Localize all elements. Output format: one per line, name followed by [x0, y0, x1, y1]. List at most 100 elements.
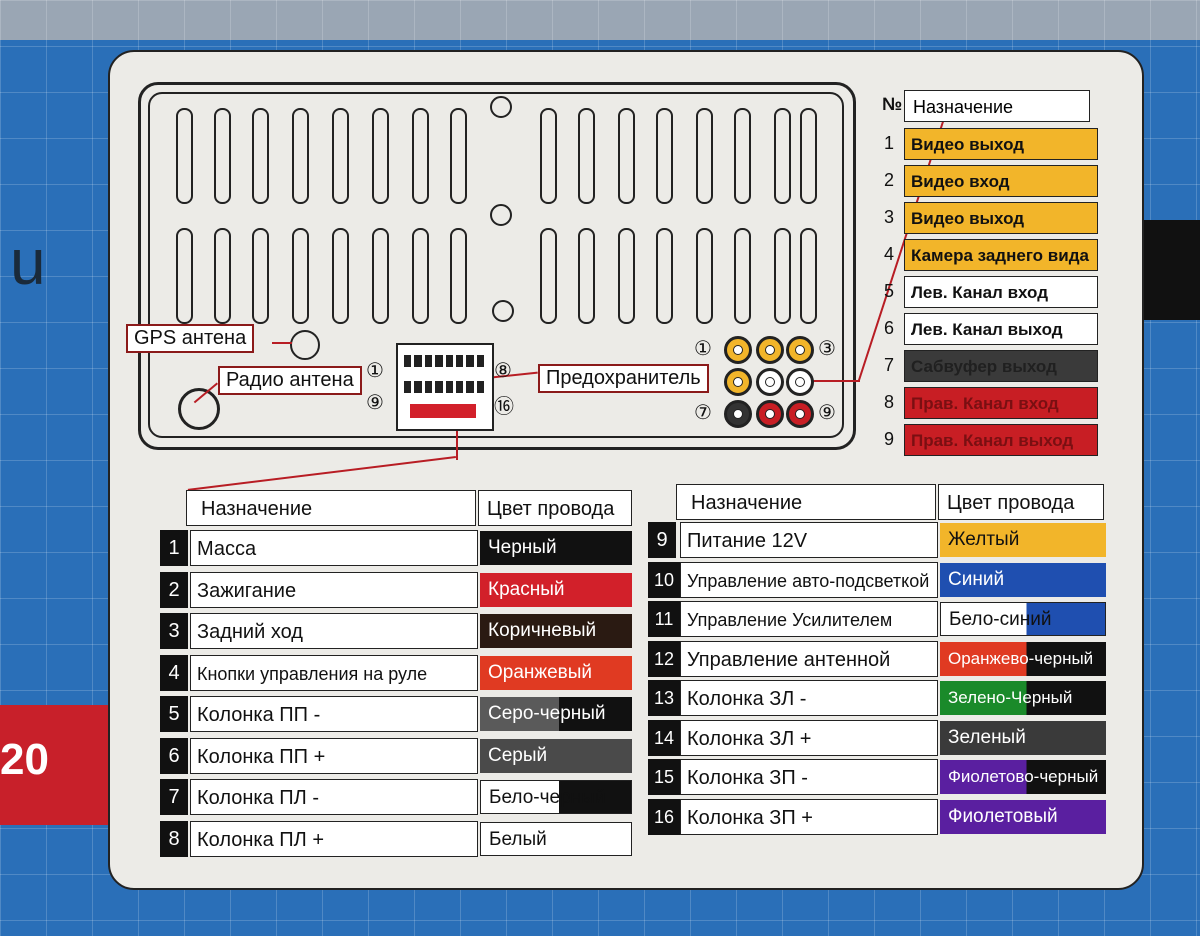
iso-pin [455, 381, 464, 393]
rca-jack-5 [756, 368, 784, 396]
wire-color-swatch: Бело-синий [940, 602, 1106, 636]
wire-color-swatch: Серо-черный [480, 697, 632, 731]
rca-row-label: Прав. Канал выход [904, 424, 1098, 456]
wire-color-swatch: Синий [940, 562, 1106, 597]
vent-slot [656, 108, 673, 204]
iso-pin-mark-16: ⑯ [494, 396, 514, 418]
wire-color-swatch: Фиолетовый [940, 799, 1106, 834]
mount-hole-bottom [492, 300, 514, 322]
wire-row-number: 8 [160, 820, 188, 857]
rca-row-number: 1 [884, 133, 895, 153]
rca-mark-1: ① [694, 338, 712, 360]
rca-row-number: 6 [884, 318, 895, 338]
wire-row-number: 4 [160, 654, 188, 691]
wire-row-number: 6 [160, 737, 188, 774]
vent-slot [176, 108, 193, 204]
vent-slot [734, 108, 751, 204]
vent-slot [412, 228, 429, 324]
wire-row-purpose: Масса [190, 530, 478, 566]
vent-slot [696, 108, 713, 204]
vent-slot [292, 108, 309, 204]
rca-row-label: Камера заднего вида [904, 239, 1098, 271]
vent-slot [540, 108, 557, 204]
gps-antenna-connector [290, 330, 320, 360]
wire-row-number: 2 [160, 571, 188, 608]
wire-row-purpose: Управление антенной [680, 640, 938, 677]
iso-pin-row-top [404, 355, 484, 367]
wire-row-purpose: Питание 12V [680, 522, 938, 558]
wire-row-number: 10 [648, 561, 680, 598]
wire-row-purpose: Колонка ЗП + [680, 798, 938, 835]
iso-pin [455, 355, 464, 367]
wire-row-number: 11 [648, 601, 680, 637]
wire-row-purpose: Колонка ПЛ - [190, 779, 478, 815]
background-top-strip [0, 0, 1200, 40]
wire-color-swatch: Фиолетово-черный [940, 760, 1106, 794]
rca-jack-4 [724, 368, 752, 396]
vent-slot [372, 108, 389, 204]
brand-fragment: 20 [0, 735, 49, 784]
wire-row-number: 5 [160, 696, 188, 732]
wire-color-swatch: Зелено-Черный [940, 681, 1106, 715]
vent-slot [412, 108, 429, 204]
rca-row-number: 8 [884, 392, 895, 412]
rca-row-label: Видео выход [904, 202, 1098, 234]
wire-row-purpose: Управление авто-подсветкой [680, 561, 938, 598]
wire-color-swatch: Белый [480, 821, 632, 856]
left-table-header-color: Цвет провода [478, 490, 632, 526]
rca-mark-7: ⑦ [694, 402, 712, 424]
vent-slot [618, 108, 635, 204]
wire-row-purpose: Колонка ПЛ + [190, 820, 478, 857]
iso-pin-mark-8: ⑧ [494, 360, 512, 382]
rca-row-label: Видео вход [904, 165, 1098, 197]
rca-row-number: 3 [884, 207, 895, 227]
wire-row-number: 3 [160, 613, 188, 649]
mount-hole-top [490, 96, 512, 118]
iso-pin [424, 355, 433, 367]
vent-slot [578, 108, 595, 204]
vent-slot [214, 228, 231, 324]
rca-jack-1 [724, 336, 752, 364]
gps-pointer-line [272, 342, 292, 344]
iso-pin [404, 355, 412, 367]
left-table-header-purpose: Назначение [186, 490, 476, 526]
vent-slot [450, 228, 467, 324]
rca-row-number: 5 [884, 281, 895, 301]
vent-slot [578, 228, 595, 324]
iso-pin [414, 381, 422, 393]
wire-color-swatch: Зеленый [940, 720, 1106, 755]
iso-pin-mark-1: ① [366, 360, 384, 382]
vent-slot [332, 228, 349, 324]
wire-color-swatch: Серый [480, 738, 632, 773]
iso-pin [466, 355, 474, 367]
vent-slot [734, 228, 751, 324]
head-unit-rear-panel-inner [148, 92, 844, 438]
rca-jack-6 [786, 368, 814, 396]
wire-row-number: 16 [648, 798, 680, 835]
vent-slot [252, 228, 269, 324]
wire-row-number: 12 [648, 640, 680, 677]
rca-jack-7 [724, 400, 752, 428]
wire-row-number: 15 [648, 759, 680, 795]
vent-slot [372, 228, 389, 324]
wire-row-number: 13 [648, 680, 680, 716]
wire-row-number: 9 [648, 522, 676, 558]
wire-row-purpose: Колонка ПП + [190, 737, 478, 774]
vent-slot [540, 228, 557, 324]
wire-row-number: 14 [648, 719, 680, 756]
vent-slot [292, 228, 309, 324]
rca-pointer-horizontal [800, 380, 860, 382]
iso-pin [466, 381, 474, 393]
rca-jack-3 [786, 336, 814, 364]
wire-row-purpose: Колонка ПП - [190, 696, 478, 732]
right-table-header-color: Цвет провода [938, 484, 1104, 520]
iso-pin [445, 381, 453, 393]
vent-slot [800, 228, 817, 324]
rca-row-label: Лев. Канал вход [904, 276, 1098, 308]
vent-slot [656, 228, 673, 324]
iso-pin [435, 355, 443, 367]
iso-pin [476, 381, 484, 393]
wire-row-number: 7 [160, 779, 188, 815]
radio-antenna-connector [178, 388, 220, 430]
fuse-label: Предохранитель [538, 364, 709, 393]
